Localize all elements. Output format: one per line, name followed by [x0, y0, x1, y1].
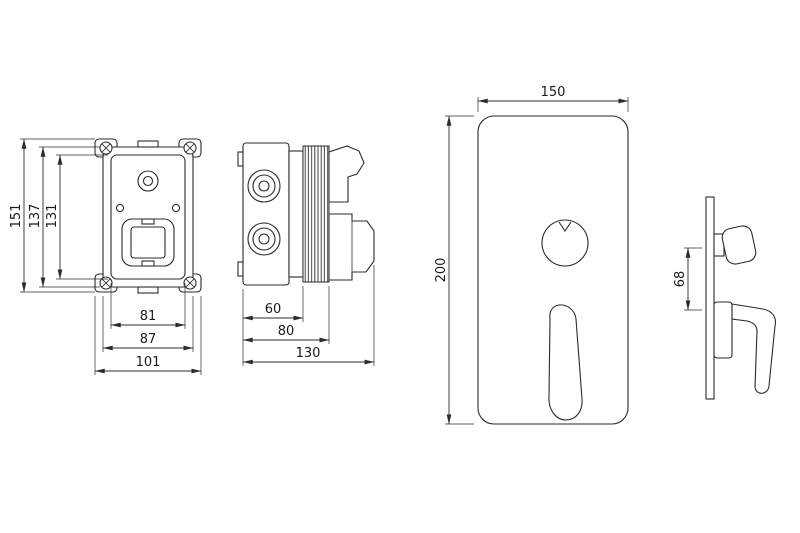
dimension-inner-width: 81 — [110, 283, 186, 329]
dim-label-137: 137 — [28, 204, 43, 229]
dim-label-150: 150 — [541, 85, 566, 100]
diverter-port-outer — [137, 170, 159, 192]
fixing-screw-top-left — [99, 141, 113, 155]
handle-cartridge-side — [328, 213, 375, 281]
mixer-handle-side-profile — [713, 301, 777, 394]
dim-label-131: 131 — [45, 204, 60, 229]
dim-label-80: 80 — [278, 324, 295, 339]
dim-label-60: 60 — [265, 302, 282, 317]
small-screw-left — [115, 203, 125, 213]
valve-side-view: 60 80 130 — [237, 142, 375, 366]
dim-label-101: 101 — [136, 355, 161, 370]
dimension-body-depth: 60 — [242, 286, 304, 366]
dimension-center-offset: 68 — [673, 247, 702, 311]
dimension-total-height: 151 — [9, 138, 95, 293]
dimension-body-width: 87 — [102, 296, 194, 352]
cartridge-opening — [121, 218, 175, 267]
dim-label-68: 68 — [673, 271, 688, 288]
valve-body-inner-frame — [110, 154, 186, 280]
valve-side-mid-section — [288, 150, 304, 278]
dimension-total-depth: 130 — [242, 265, 375, 366]
small-screw-right — [171, 203, 181, 213]
fixing-screw-top-right — [183, 141, 197, 155]
dim-label-200: 200 — [434, 258, 449, 283]
side-tab-top — [237, 151, 244, 167]
dim-label-130: 130 — [296, 346, 321, 361]
trim-front-view: 150 200 — [434, 85, 629, 425]
dimension-total-width: 101 — [94, 296, 202, 375]
dimension-trim-width: 150 — [477, 85, 629, 112]
dimension-body-height: 137 — [28, 146, 100, 288]
trim-plate — [477, 115, 629, 425]
fixing-screw-bottom-right — [183, 276, 197, 290]
dimension-trim-height: 200 — [434, 115, 474, 425]
diverter-port-inner — [142, 175, 154, 187]
diverter-knob-side-profile — [713, 225, 757, 265]
threaded-section — [302, 145, 330, 283]
valve-side-body — [242, 142, 290, 286]
trim-side-view: 68 — [673, 196, 777, 400]
fixing-screw-bottom-left — [99, 276, 113, 290]
inlet-port-bottom — [247, 222, 281, 256]
dim-label-151: 151 — [9, 204, 24, 229]
side-tab-bottom — [237, 261, 244, 277]
dimension-inner-height: 131 — [45, 154, 108, 280]
mixer-handle-front — [548, 304, 583, 421]
dim-label-87: 87 — [140, 332, 157, 347]
dimension-mid-depth: 80 — [242, 286, 330, 344]
bottom-tab — [137, 286, 159, 294]
diverter-knob-side — [328, 145, 365, 203]
inlet-port-top — [247, 169, 281, 203]
diverter-knob-front — [541, 219, 589, 267]
top-tab — [137, 140, 159, 148]
trim-plate-side — [705, 196, 715, 400]
valve-front-view: 151 137 131 81 87 — [9, 138, 202, 375]
dim-label-81: 81 — [140, 309, 157, 324]
